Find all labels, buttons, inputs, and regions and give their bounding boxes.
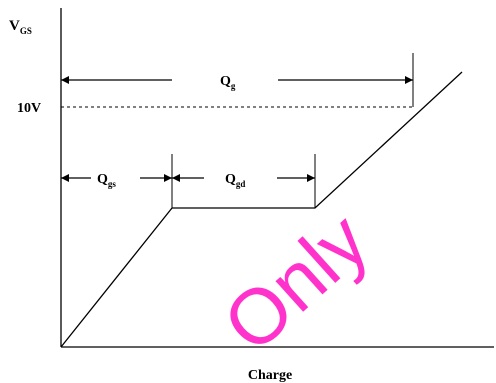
gate-charge-curve — [60, 71, 463, 348]
voltage-marker-label: 10V — [17, 101, 41, 116]
qgd-label: Qgd — [225, 172, 245, 189]
qg-label: Qg — [220, 74, 236, 91]
y-axis-label: VGS — [9, 18, 32, 36]
qgs-label: Qgs — [97, 172, 116, 189]
watermark: Only — [206, 196, 384, 369]
x-axis-label: Charge — [248, 368, 292, 383]
